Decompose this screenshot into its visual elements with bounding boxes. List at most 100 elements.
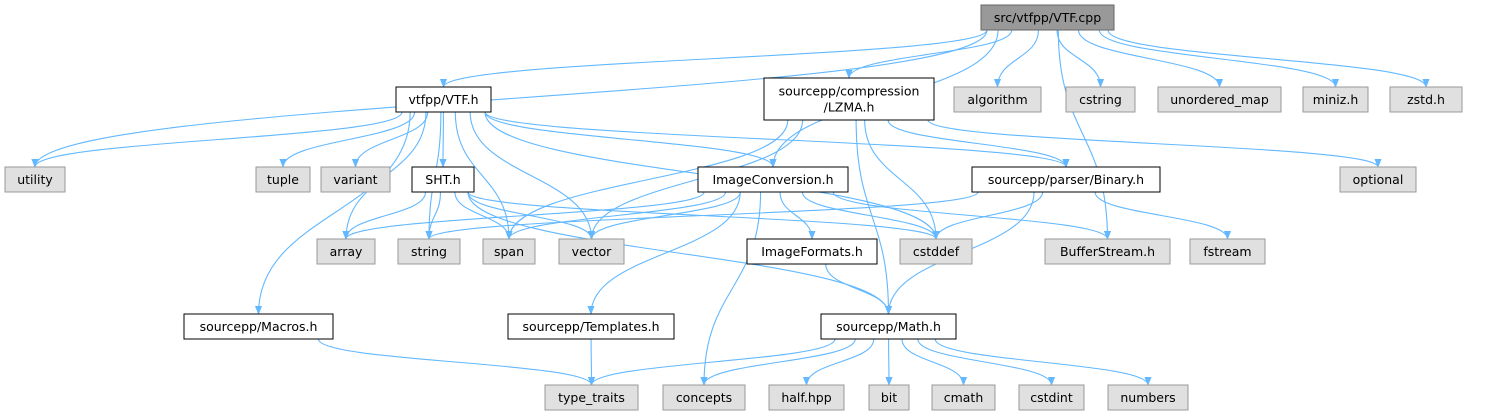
- node-label-algorithm: algorithm: [967, 92, 1027, 107]
- edge-imgconv-to-imgformats: [779, 191, 816, 240]
- node-box-sht_h: [411, 166, 475, 193]
- node-box-binary_h: [971, 166, 1161, 193]
- node-label-unordered_map: unordered_map: [1170, 92, 1269, 107]
- edge-vtf_h-to-vector: [469, 111, 596, 240]
- node-cmath: cmath: [931, 384, 996, 411]
- node-box-type_traits: [544, 384, 639, 411]
- node-miniz: miniz.h: [1302, 86, 1369, 113]
- node-label-cstdint: cstdint: [1030, 390, 1073, 405]
- node-box-imgformats: [746, 238, 878, 265]
- node-label-tuple: tuple: [267, 172, 299, 187]
- node-binary_h[interactable]: sourcepp/parser/Binary.h: [971, 166, 1161, 193]
- node-variant: variant: [320, 166, 391, 193]
- node-algorithm: algorithm: [953, 86, 1042, 113]
- node-label-utility: utility: [17, 172, 53, 187]
- node-label-cstring: cstring: [1079, 92, 1122, 107]
- node-vtf_h[interactable]: vtfpp/VTF.h: [395, 86, 492, 113]
- node-label-span: span: [494, 244, 524, 259]
- edge-binary_h-to-fstream: [1094, 191, 1232, 240]
- node-box-array: [316, 238, 376, 265]
- node-bit: bit: [868, 384, 910, 411]
- node-box-algorithm: [953, 86, 1042, 113]
- node-label-string: string: [411, 244, 447, 259]
- node-label-bufferstream: BufferStream.h: [1060, 244, 1155, 259]
- edge-imgconv-to-cstddef: [801, 191, 940, 240]
- node-box-cstddef: [899, 238, 973, 265]
- node-sht_h[interactable]: SHT.h: [411, 166, 475, 193]
- node-half: half.hpp: [768, 384, 845, 411]
- node-label-vtf_h: vtfpp/VTF.h: [408, 92, 478, 107]
- edge-vtf_cpp-to-utility: [31, 29, 988, 168]
- node-utility: utility: [4, 166, 66, 193]
- node-label-vtf_cpp: src/vtfpp/VTF.cpp: [994, 10, 1101, 25]
- node-span: span: [482, 238, 536, 265]
- edge-math_h-to-half: [802, 338, 875, 386]
- edge-imgconv-to-vector: [587, 191, 741, 240]
- edge-vtf_cpp-to-unordered_map: [1077, 29, 1224, 88]
- edge-vtf_cpp-to-algorithm: [993, 29, 1040, 88]
- edge-binary_h-to-string: [425, 191, 979, 240]
- node-templates_h[interactable]: sourcepp/Templates.h: [507, 313, 675, 340]
- node-box-string: [397, 238, 461, 265]
- node-tuple: tuple: [255, 166, 311, 193]
- node-bufferstream: BufferStream.h: [1044, 238, 1171, 265]
- node-label-bit: bit: [881, 390, 897, 405]
- edge-math_h-to-cstdint: [917, 338, 1056, 386]
- node-cstdint: cstdint: [1018, 384, 1085, 411]
- node-math_h[interactable]: sourcepp/Math.h: [820, 313, 957, 340]
- node-box-cstring: [1065, 86, 1136, 113]
- edge-vtf_h-to-imgconv: [484, 111, 777, 168]
- node-label-imgformats: ImageFormats.h: [761, 244, 863, 259]
- node-box-math_h: [820, 313, 957, 340]
- edge-lzma_h-to-binary_h: [887, 119, 1070, 168]
- node-label-macros_h: sourcepp/Macros.h: [200, 319, 318, 334]
- node-box-vtf_h: [395, 86, 492, 113]
- node-array: array: [316, 238, 376, 265]
- edge-imgconv-to-array: [342, 191, 705, 240]
- edge-vtf_cpp-to-lzma_h: [845, 29, 1013, 79]
- node-box-bit: [868, 384, 910, 411]
- edge-binary_h-to-cstddef: [932, 191, 1044, 240]
- edge-imgconv-to-concepts: [700, 191, 762, 386]
- node-label-cstddef: cstddef: [913, 244, 960, 259]
- edge-vtf_cpp-to-vtf_h: [440, 29, 988, 88]
- edge-vtf_h-to-variant: [351, 111, 429, 168]
- node-fstream: fstream: [1189, 238, 1266, 265]
- node-box-zstd: [1389, 86, 1463, 113]
- node-box-macros_h: [183, 313, 334, 340]
- node-label-variant: variant: [333, 172, 377, 187]
- edge-lzma_h-to-math_h: [855, 119, 893, 315]
- node-label-zstd: zstd.h: [1407, 92, 1445, 107]
- edge-math_h-to-concepts: [700, 338, 856, 386]
- edge-math_h-to-cmath: [901, 338, 968, 386]
- edge-imgformats-to-math_h: [825, 263, 893, 315]
- node-label-cmath: cmath: [944, 390, 984, 405]
- node-vtf_cpp[interactable]: src/vtfpp/VTF.cpp: [980, 4, 1115, 31]
- node-box-variant: [320, 166, 391, 193]
- edge-lzma_h-to-vector: [587, 119, 804, 240]
- edge-sht_h-to-span: [454, 191, 513, 240]
- node-label-binary_h: sourcepp/parser/Binary.h: [988, 172, 1144, 187]
- node-box-span: [482, 238, 536, 265]
- edge-lzma_h-to-cstddef: [864, 119, 940, 240]
- edge-vtf_cpp-to-miniz: [1098, 29, 1340, 88]
- node-type_traits: type_traits: [544, 384, 639, 411]
- node-box-miniz: [1302, 86, 1369, 113]
- edge-vtf_h-to-tuple: [279, 111, 416, 168]
- node-layer: src/vtfpp/VTF.cpp vtfpp/VTF.h sourcepp/com…: [4, 4, 1463, 411]
- edge-imgconv-to-span: [505, 191, 727, 240]
- edge-vtf_cpp-to-cstring: [1056, 29, 1105, 88]
- node-imgconv[interactable]: ImageConversion.h: [697, 166, 849, 193]
- node-box-utility: [4, 166, 66, 193]
- edge-imgconv-to-bufferstream: [832, 191, 1112, 240]
- node-imgformats[interactable]: ImageFormats.h: [746, 238, 878, 265]
- node-cstddef: cstddef: [899, 238, 973, 265]
- node-label-math_h: sourcepp/Math.h: [836, 319, 941, 334]
- node-numbers: numbers: [1107, 384, 1189, 411]
- node-box-cstdint: [1018, 384, 1085, 411]
- edge-math_h-to-numbers: [934, 338, 1152, 386]
- node-lzma_h[interactable]: sourcepp/compression/LZMA.h: [763, 77, 935, 121]
- node-label-numbers: numbers: [1120, 390, 1175, 405]
- node-macros_h[interactable]: sourcepp/Macros.h: [183, 313, 334, 340]
